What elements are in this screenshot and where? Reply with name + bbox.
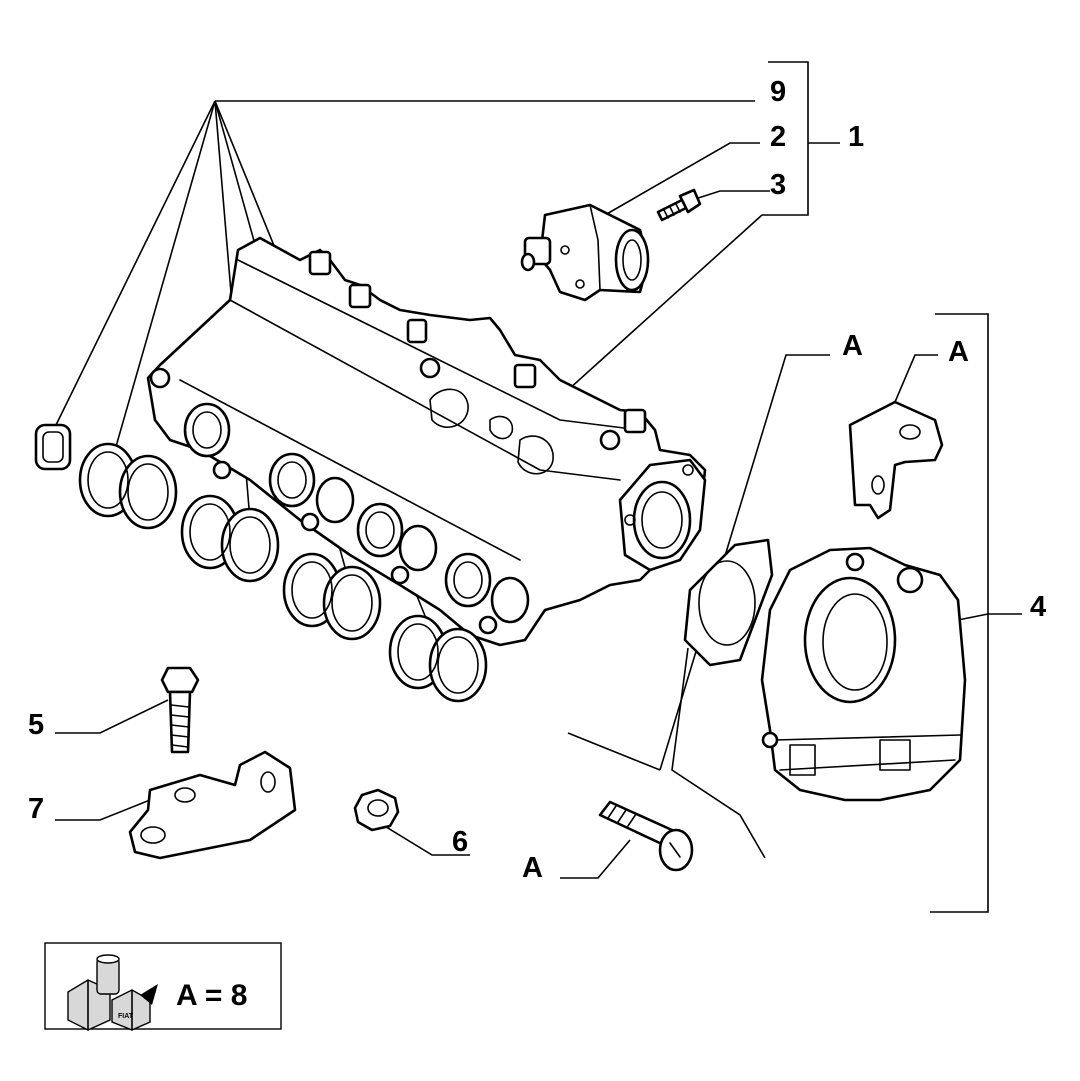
legend-box: FIAT A = 8 [44, 942, 282, 1031]
screw [656, 188, 702, 222]
double-gasket-1 [78, 442, 178, 530]
throttle-bracket [848, 400, 944, 520]
double-gasket-3 [282, 552, 382, 641]
double-gasket-2 [180, 494, 280, 583]
callout-1: 1 [848, 121, 864, 153]
nut-6 [353, 788, 400, 832]
callout-5: 5 [28, 709, 44, 741]
double-gasket-4 [388, 614, 488, 703]
callout-7: 7 [28, 793, 44, 825]
callout-4: 4 [1030, 591, 1046, 623]
legend-text: A = 8 [176, 979, 247, 1012]
fiat-parts-box-icon: FIAT [67, 954, 158, 1031]
callout-a-gasket: A [842, 330, 863, 362]
callout-6: 6 [452, 826, 468, 858]
bolt-5 [160, 666, 200, 754]
bolt-a [598, 800, 694, 872]
callout-9: 9 [770, 76, 786, 108]
svg-text:FIAT: FIAT [118, 1013, 134, 1020]
bracket-7 [128, 750, 297, 860]
throttle-gasket [683, 538, 774, 667]
gaskets [34, 423, 488, 703]
callout-3: 3 [770, 169, 786, 201]
callout-a-bolt: A [522, 852, 543, 884]
pressure-sensor [520, 203, 650, 302]
throttle-body [760, 546, 967, 802]
intake-manifold [146, 236, 707, 647]
callout-2: 2 [770, 121, 786, 153]
callout-a-bracket: A [948, 336, 969, 368]
